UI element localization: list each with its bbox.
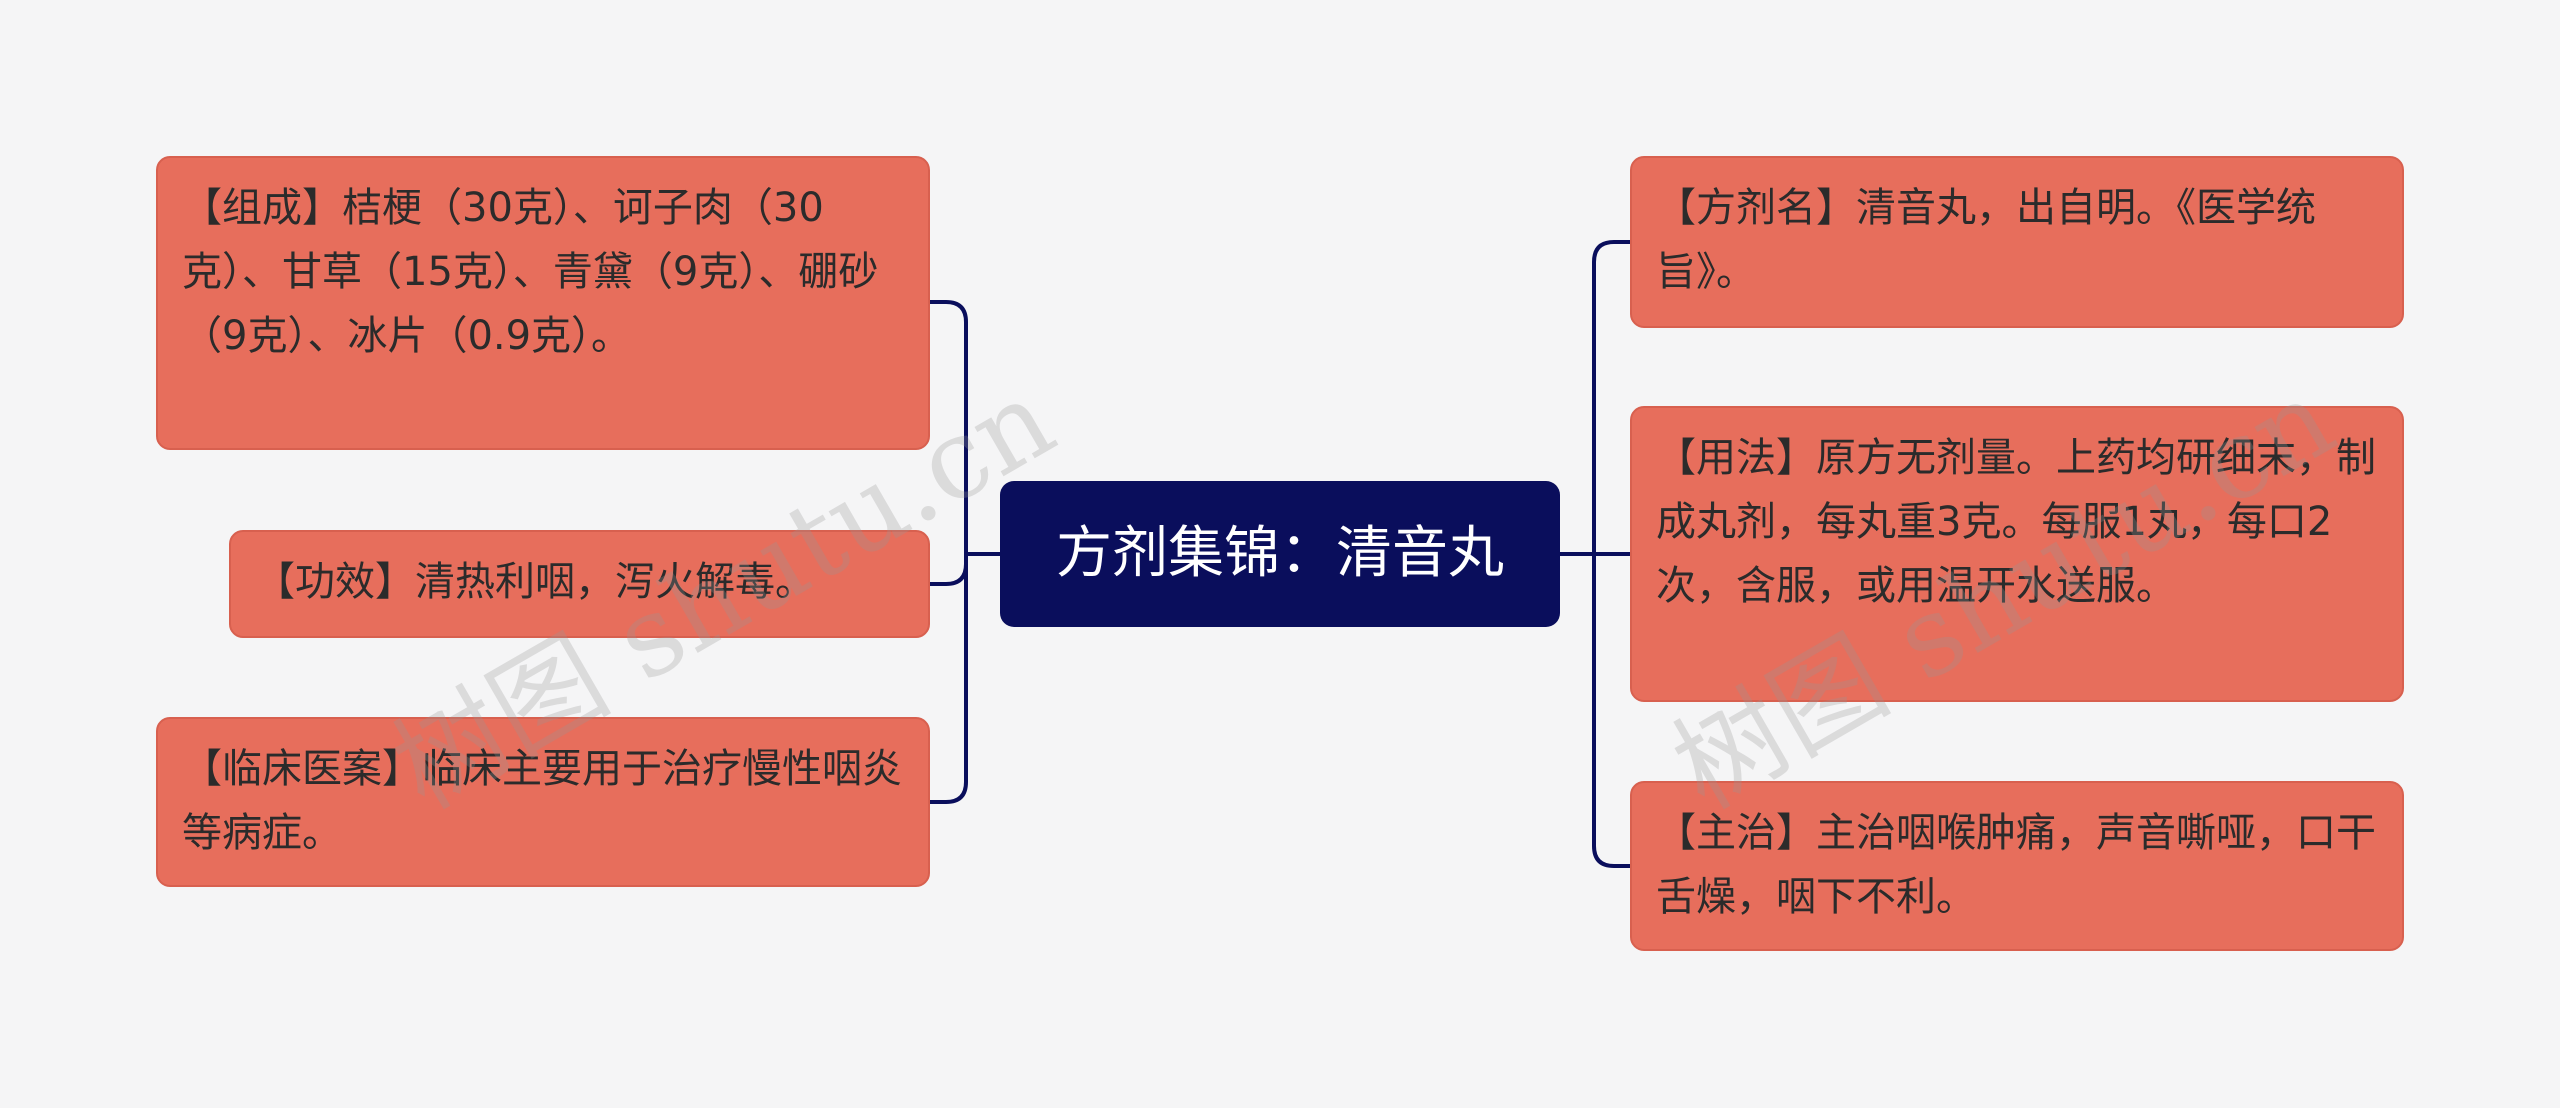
node-indication-text: 【主治】主治咽喉肿痛，声音嘶哑，口干舌燥，咽下不利。 [1656, 810, 2376, 920]
node-prescription-name[interactable]: 【方剂名】清音丸，出自明。《医学统旨》。 [1630, 156, 2404, 328]
node-efficacy-text: 【功效】清热利咽，泻火解毒。 [255, 559, 815, 605]
node-composition-text: 【组成】桔梗（30克）、诃子肉（30克）、甘草（15克）、青黛（9克）、硼砂（9… [182, 185, 879, 359]
connector-left-composition [928, 300, 968, 556]
node-usage-text: 【用法】原方无剂量。上药均研细末，制成丸剂，每丸重3克。每服1丸，每口2次，含服… [1656, 435, 2376, 609]
node-indication[interactable]: 【主治】主治咽喉肿痛，声音嘶哑，口干舌燥，咽下不利。 [1630, 781, 2404, 951]
node-usage[interactable]: 【用法】原方无剂量。上药均研细末，制成丸剂，每丸重3克。每服1丸，每口2次，含服… [1630, 406, 2404, 702]
node-composition[interactable]: 【组成】桔梗（30克）、诃子肉（30克）、甘草（15克）、青黛（9克）、硼砂（9… [156, 156, 930, 450]
node-efficacy[interactable]: 【功效】清热利咽，泻火解毒。 [229, 530, 930, 638]
center-topic-title: 方剂集锦：清音丸 [1056, 521, 1504, 586]
node-prescription-name-text: 【方剂名】清音丸，出自明。《医学统旨》。 [1656, 185, 2316, 295]
node-clinical-case-text: 【临床医案】临床主要用于治疗慢性咽炎等病症。 [182, 746, 902, 856]
center-topic[interactable]: 方剂集锦：清音丸 [1000, 481, 1560, 627]
node-clinical-case[interactable]: 【临床医案】临床主要用于治疗慢性咽炎等病症。 [156, 717, 930, 887]
connector-right-indication [1592, 552, 1632, 868]
connector-left-efficacy [928, 552, 968, 586]
connector-left-clinical [928, 552, 968, 804]
connector-right-name [1592, 240, 1632, 556]
